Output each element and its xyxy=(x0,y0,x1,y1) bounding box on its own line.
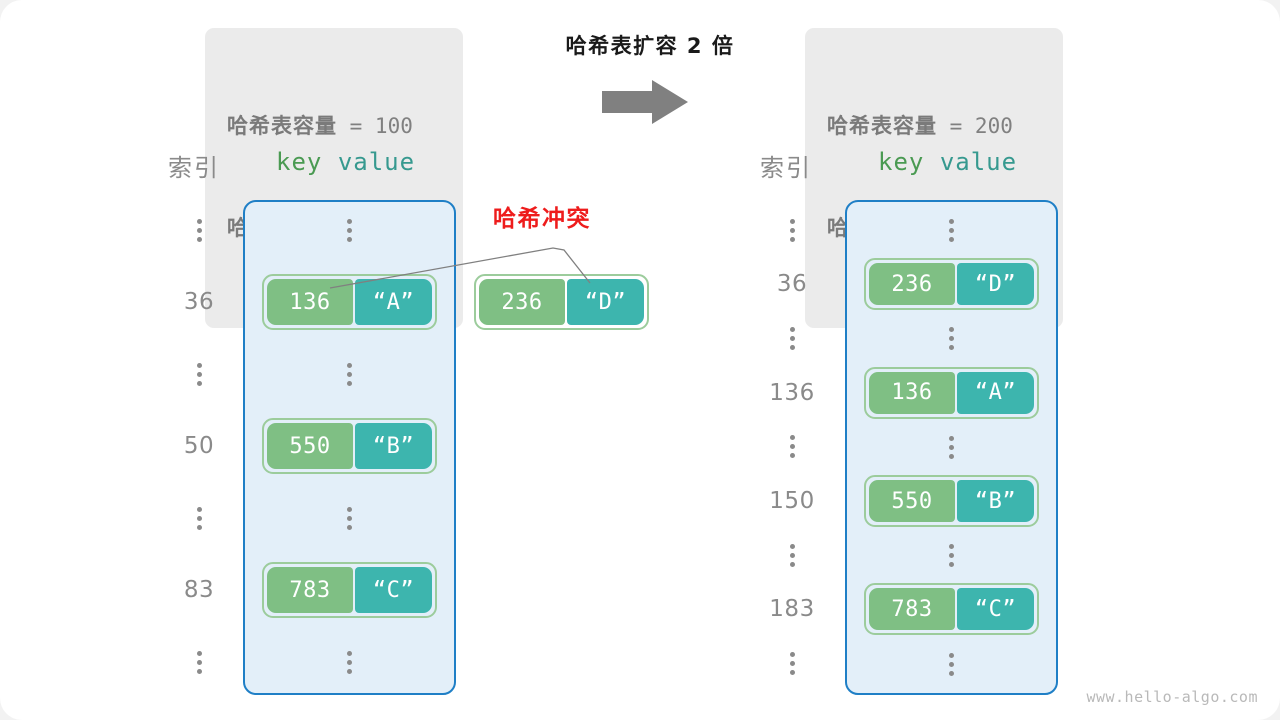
row-index xyxy=(160,503,238,533)
bucket-ellipsis-icon xyxy=(347,219,352,242)
row-index: 36 xyxy=(183,289,215,315)
pair-key: 136 xyxy=(267,279,353,325)
pair-key: 136 xyxy=(869,371,955,414)
pair-value: “A” xyxy=(957,371,1034,414)
pair-key: 783 xyxy=(267,567,353,613)
row-index: 183 xyxy=(769,596,815,623)
bucket-ellipsis xyxy=(243,363,456,386)
pair-value: “A” xyxy=(355,279,432,325)
pair-key: 550 xyxy=(869,480,955,522)
capacity-line-before: 哈希表容量 = 100 xyxy=(227,109,441,143)
index-header-right: 索引 xyxy=(760,154,812,182)
pair-key: 236 xyxy=(869,263,955,306)
pair-value: “C” xyxy=(957,588,1034,631)
capacity-label-after: 哈希表容量 xyxy=(827,114,937,139)
capacity-label-before: 哈希表容量 xyxy=(227,114,337,139)
capacity-line-after: 哈希表容量 = 200 xyxy=(827,109,1041,143)
key-value-pair: 550“B” xyxy=(864,475,1039,527)
capacity-expr-before: = 100 xyxy=(337,114,413,139)
bucket-ellipsis xyxy=(243,651,456,674)
bucket-ellipsis-icon xyxy=(949,327,954,351)
bucket-ellipsis-icon xyxy=(949,219,954,242)
collision-label: 哈希冲突 xyxy=(493,206,591,232)
row-index xyxy=(160,215,238,245)
index-ellipsis-icon xyxy=(196,506,202,530)
row-index: 136 xyxy=(769,379,815,406)
row-index: 36 xyxy=(776,271,808,298)
pair-key: 783 xyxy=(869,588,955,631)
key-value-pair: 136“A” xyxy=(262,274,437,330)
index-ellipsis-icon xyxy=(196,218,202,242)
bucket-ellipsis xyxy=(845,652,1058,676)
kv-header-left: key value xyxy=(276,148,415,176)
row-index xyxy=(752,432,832,462)
row-index xyxy=(752,323,832,353)
bucket-ellipsis xyxy=(845,327,1058,351)
index-ellipsis-icon xyxy=(196,362,202,386)
key-header-left: key xyxy=(276,148,323,176)
index-ellipsis-icon xyxy=(789,543,795,567)
index-ellipsis-icon xyxy=(789,435,795,459)
pair-value: “B” xyxy=(355,423,432,469)
bucket-ellipsis xyxy=(845,544,1058,568)
index-header-left: 索引 xyxy=(168,154,220,182)
row-index: 150 xyxy=(769,488,815,514)
key-header-right: key xyxy=(878,148,925,176)
bucket-ellipsis xyxy=(845,219,1058,242)
pair-key: 550 xyxy=(267,423,353,469)
value-header-right: value xyxy=(939,148,1018,176)
key-value-pair: 783“C” xyxy=(262,562,437,618)
bucket-ellipsis-icon xyxy=(949,544,954,568)
kv-header-right: key value xyxy=(878,148,1017,176)
index-ellipsis-icon xyxy=(196,650,202,674)
pair-value: “D” xyxy=(957,263,1034,306)
pair-value: “C” xyxy=(355,567,432,613)
key-value-pair: 783“C” xyxy=(864,583,1039,636)
index-ellipsis-icon xyxy=(789,326,795,350)
index-ellipsis-icon xyxy=(789,218,795,242)
row-index xyxy=(160,647,238,677)
bucket-ellipsis-icon xyxy=(347,651,352,674)
row-index xyxy=(752,649,832,679)
key-value-pair: 236“D” xyxy=(474,274,649,330)
capacity-expr-after: = 200 xyxy=(937,114,1013,139)
bucket-ellipsis-icon xyxy=(949,435,954,459)
bucket-ellipsis-icon xyxy=(949,652,954,676)
value-header-left: value xyxy=(337,148,416,176)
bucket-ellipsis xyxy=(845,435,1058,459)
expansion-title: 哈希表扩容 2 倍 xyxy=(565,34,735,58)
watermark: www.hello-algo.com xyxy=(1086,688,1258,706)
bucket-ellipsis xyxy=(243,507,456,530)
bucket-ellipsis-icon xyxy=(347,363,352,386)
key-value-pair: 236“D” xyxy=(864,258,1039,311)
bucket-ellipsis xyxy=(243,219,456,242)
pair-key: 236 xyxy=(479,279,565,325)
key-value-pair: 136“A” xyxy=(864,366,1039,419)
pair-value: “D” xyxy=(567,279,644,325)
key-value-pair: 550“B” xyxy=(262,418,437,474)
row-index xyxy=(752,540,832,570)
index-ellipsis-icon xyxy=(789,652,795,676)
row-index xyxy=(160,359,238,389)
row-index: 50 xyxy=(183,433,215,459)
bucket-ellipsis-icon xyxy=(347,507,352,530)
row-index: 83 xyxy=(183,577,215,603)
arrow-right-icon xyxy=(602,80,688,124)
row-index xyxy=(752,215,832,245)
pair-value: “B” xyxy=(957,480,1034,522)
